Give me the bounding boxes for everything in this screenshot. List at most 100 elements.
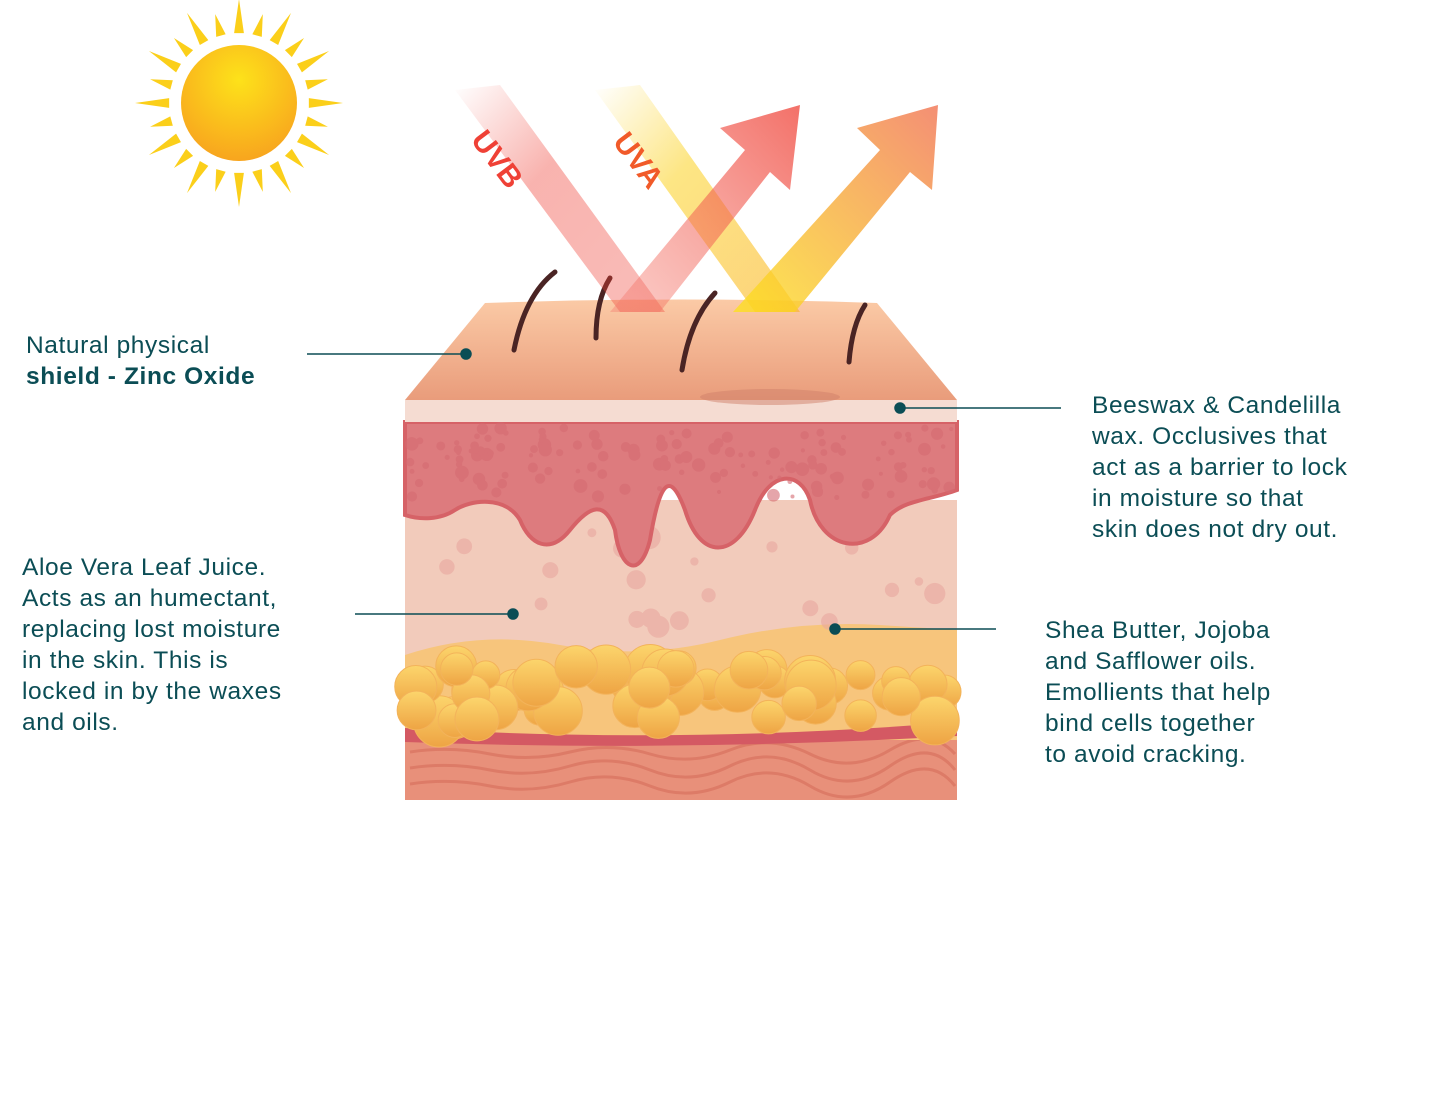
epidermis-spot [456,450,461,456]
sun-ray [284,37,305,58]
epidermis-spot [575,468,581,474]
epidermis-spot [691,458,706,472]
dermis-spot [669,611,689,631]
sun-ray [297,51,330,73]
dermis-spot [641,608,661,629]
epidermis-spot [878,471,883,476]
epidermis-spot [880,440,887,446]
sun-ray [173,148,194,169]
epidermis-spot [476,423,489,435]
epidermis-spot [597,469,608,479]
epidermis-spot [921,466,928,473]
epidermis-spot [931,487,938,494]
waxes-label: Beeswax & Candelilla wax. Occlusives tha… [1092,390,1347,545]
fat-cell [440,652,474,686]
dermis-spot [439,559,455,575]
epidermis-spot [458,460,463,465]
zinc-line-1: Natural physical [26,332,210,359]
aloe-label: Aloe Vera Leaf Juice. Acts as an humecta… [22,552,282,738]
epidermis-spot [811,485,824,498]
epidermis-spot [875,456,881,462]
dermis-spot [626,570,646,590]
epidermis-spot [497,478,508,489]
epidermis-spot [669,430,675,436]
epidermis-spot [436,441,446,451]
fat-cell [729,650,769,690]
epidermis-spot [680,450,693,463]
sun-ray [173,37,194,58]
sun-ray [215,169,226,192]
aloe-line: Aloe Vera Leaf Juice. [22,554,267,581]
waxes-line: act as a barrier to lock [1092,454,1348,481]
epidermis-spot [597,450,609,462]
epidermis-spot [894,470,908,483]
epidermis-spot [405,457,415,467]
sun-icon [135,0,343,207]
sun-ray [305,116,328,127]
dermis-spot [690,557,699,566]
epidermis-spot [454,440,460,446]
epidermis-spot [716,489,722,495]
epidermis-spot [888,448,895,456]
fat-cell [910,695,960,746]
epidermis-spot [501,471,509,479]
skin-cross-section [394,269,962,800]
epidermis-spot [671,438,682,450]
epidermis-spot [414,478,424,488]
sun-ray [252,169,263,192]
epidermis-spot [619,483,631,495]
leader-lines [307,348,1061,635]
epidermis-spot [620,442,631,452]
epidermis-spot [905,431,912,438]
dermis-spot [456,538,473,555]
fat-cell [512,658,561,707]
epidermis-spot [943,481,955,494]
epidermis-spot [834,494,840,500]
epidermis-spot [777,475,782,480]
oils-label: Shea Butter, Jojoba and Safflower oils. … [1045,615,1271,770]
sun-ray [148,133,181,155]
dermis-spot [542,562,559,579]
epidermis-spot [628,448,641,461]
epidermis-spot [790,494,795,499]
dermis-spot [914,577,924,586]
epidermis-spot [660,460,671,471]
epidermis-spot [840,434,847,440]
epidermis-spot [710,471,722,483]
epidermis-spot [656,439,668,452]
dermis-spot [929,590,941,602]
epidermis-spot [816,428,825,437]
epidermis-spot [787,479,793,485]
sun-ray [297,133,330,155]
epidermis-spot [556,449,564,457]
epidermis-spot [886,490,895,499]
epidermis-spot [752,470,759,477]
epidermis-spot [785,461,798,474]
epidermis-spot [477,479,488,491]
sun-ray [234,172,244,207]
epidermis-spot [906,436,912,443]
epidermis-spot [527,462,538,473]
epidermis-spot [861,490,870,499]
aloe-line: in the skin. This is [22,647,229,674]
fat-cell [628,666,671,709]
epidermis-spot [818,438,826,447]
sun-ray [252,14,263,37]
epidermis-spot [800,448,806,453]
epidermis-spot [918,442,931,456]
epidermis-spot [721,431,733,443]
epidermis-spot [830,442,842,453]
sun-ray [148,51,181,73]
sun-ray [284,148,305,169]
epidermis-spot [470,445,480,454]
epidermis-spot [927,466,935,475]
epidermis-spot [724,447,736,458]
epidermis-spot [767,488,780,502]
epidermis-spot [503,430,509,436]
oils-line: bind cells together [1045,710,1256,737]
epidermis-spot [587,462,597,472]
sun-ray [150,79,173,90]
aloe-line: Acts as an humectant, [22,585,278,612]
sun-ray [234,0,244,34]
